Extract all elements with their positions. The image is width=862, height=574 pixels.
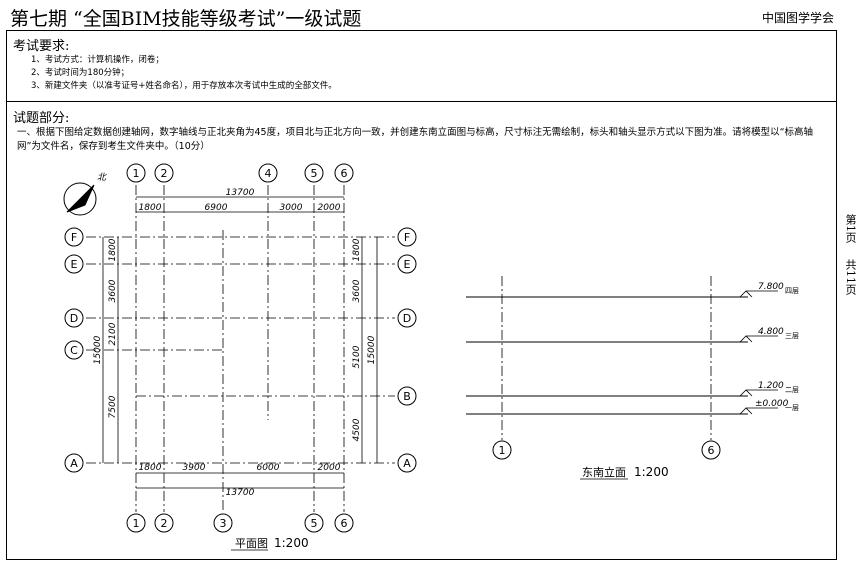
section-divider xyxy=(7,101,836,102)
plan-grid-bubbles xyxy=(64,163,417,533)
plan-horizontal-gridlines xyxy=(86,236,395,464)
dimension-label: 2100 xyxy=(108,322,118,345)
dimension-label: 3900 xyxy=(183,463,206,473)
requirement-item: 2、考试时间为180分钟； xyxy=(31,68,130,78)
grid-letter-label: F xyxy=(71,231,77,244)
dimension-total-right: 15000 xyxy=(367,335,377,364)
plan-vertical-gridlines xyxy=(135,185,345,512)
grid-number-label: 6 xyxy=(708,444,715,457)
requirement-item: 1、考试方式：计算机操作，闭卷； xyxy=(31,55,164,65)
level-name: 四层 xyxy=(785,287,799,295)
grid-letter-label: D xyxy=(403,312,411,325)
organization-name: 中国图学学会 xyxy=(761,11,834,25)
grid-number-label: 4 xyxy=(265,167,272,180)
grid-letter-label: A xyxy=(70,457,78,470)
dimension-total-top: 13700 xyxy=(226,188,255,198)
level-value: 1.200 xyxy=(758,381,784,391)
grid-letter-label: B xyxy=(403,390,411,403)
dimension-label: 2000 xyxy=(318,203,341,213)
grid-number-label: 6 xyxy=(341,167,348,180)
grid-number-label: 1 xyxy=(499,444,506,457)
dimension-label: 2000 xyxy=(318,463,341,473)
level-name: 三层 xyxy=(785,332,799,340)
dimension-label: 1800 xyxy=(352,238,362,261)
requirement-item: 3、新建文件夹（以准考证号+姓名命名），用于存放本次考试中生成的全部文件。 xyxy=(31,81,337,91)
level-value: 7.800 xyxy=(758,282,784,292)
page-indicator: 第1页 共11页 xyxy=(843,214,857,295)
grid-number-label: 5 xyxy=(311,167,318,180)
grid-number-label: 5 xyxy=(311,517,318,530)
level-name: 一层 xyxy=(785,404,799,412)
exam-title: 第七期 “全国BIM技能等级考试”一级试题 xyxy=(10,8,362,30)
dimension-label: 1800 xyxy=(139,463,162,473)
plan-dimension-lines xyxy=(102,196,378,489)
dimension-label: 6000 xyxy=(257,463,280,473)
grid-number-label: 6 xyxy=(341,517,348,530)
dimension-label: 1800 xyxy=(139,203,162,213)
grid-number-label: 1 xyxy=(133,167,140,180)
question-1-text: 一、根据下图给定数据创建轴网，数字轴线与正北夹角为45度，项目北与正北方向一致，… xyxy=(17,127,814,152)
dimension-label: 7500 xyxy=(108,395,118,418)
elevation-title: 东南立面 xyxy=(582,465,626,479)
level-name: 二层 xyxy=(785,386,799,394)
grid-letter-label: D xyxy=(70,312,78,325)
page-number: 第1页 xyxy=(844,214,857,243)
dimension-label: 3000 xyxy=(280,203,303,213)
elevation-scale: 1:200 xyxy=(634,465,669,479)
plan-scale: 1:200 xyxy=(274,536,309,550)
dimension-total-left: 15000 xyxy=(93,335,103,364)
dimension-label: 5100 xyxy=(352,345,362,368)
grid-number-label: 3 xyxy=(220,517,227,530)
grid-number-label: 1 xyxy=(133,517,140,530)
dimension-label: 3600 xyxy=(352,279,362,302)
north-arrow-icon: 北 xyxy=(63,172,107,216)
grid-letter-label: C xyxy=(70,344,78,357)
elevation-drawing xyxy=(466,276,778,460)
level-value: ±0.000 xyxy=(755,399,789,409)
grid-number-label: 2 xyxy=(161,517,168,530)
north-label: 北 xyxy=(97,172,107,183)
requirements-list: 1、考试方式：计算机操作，闭卷； 2、考试时间为180分钟； 3、新建文件夹（以… xyxy=(31,54,337,93)
grid-letter-label: E xyxy=(71,258,78,271)
dimension-total-bottom: 13700 xyxy=(226,488,255,498)
grid-letter-label: A xyxy=(403,457,411,470)
exam-sheet: 考试要求: 1、考试方式：计算机操作，闭卷； 2、考试时间为180分钟； 3、新… xyxy=(6,30,837,560)
questions-heading: 试题部分: xyxy=(13,111,70,126)
plan-title: 平面图 xyxy=(235,537,268,550)
plan-caption: 平面图 1:200 xyxy=(231,536,309,551)
plan-dimension-labels: 13700 1800 6900 3000 2000 1800 3900 6000… xyxy=(93,188,377,498)
grid-letter-label: F xyxy=(404,231,410,244)
page-total: 共11页 xyxy=(844,259,857,295)
plan-drawing: 北 xyxy=(63,163,417,533)
dimension-label: 4500 xyxy=(352,418,362,441)
grid-number-label: 2 xyxy=(161,167,168,180)
dimension-label: 3600 xyxy=(108,279,118,302)
grid-letter-label: E xyxy=(404,258,411,271)
elevation-labels: 7.800 四层 4.800 三层 1.200 二层 ±0.000 一层 1 6… xyxy=(499,282,799,480)
dimension-label: 6900 xyxy=(205,203,228,213)
level-value: 4.800 xyxy=(758,327,784,337)
requirements-heading: 考试要求: xyxy=(13,39,70,54)
plan-grid-labels: 1 2 4 5 6 1 2 3 5 6 F E D C A F E D B A xyxy=(70,167,411,530)
dimension-label: 1800 xyxy=(108,238,118,261)
